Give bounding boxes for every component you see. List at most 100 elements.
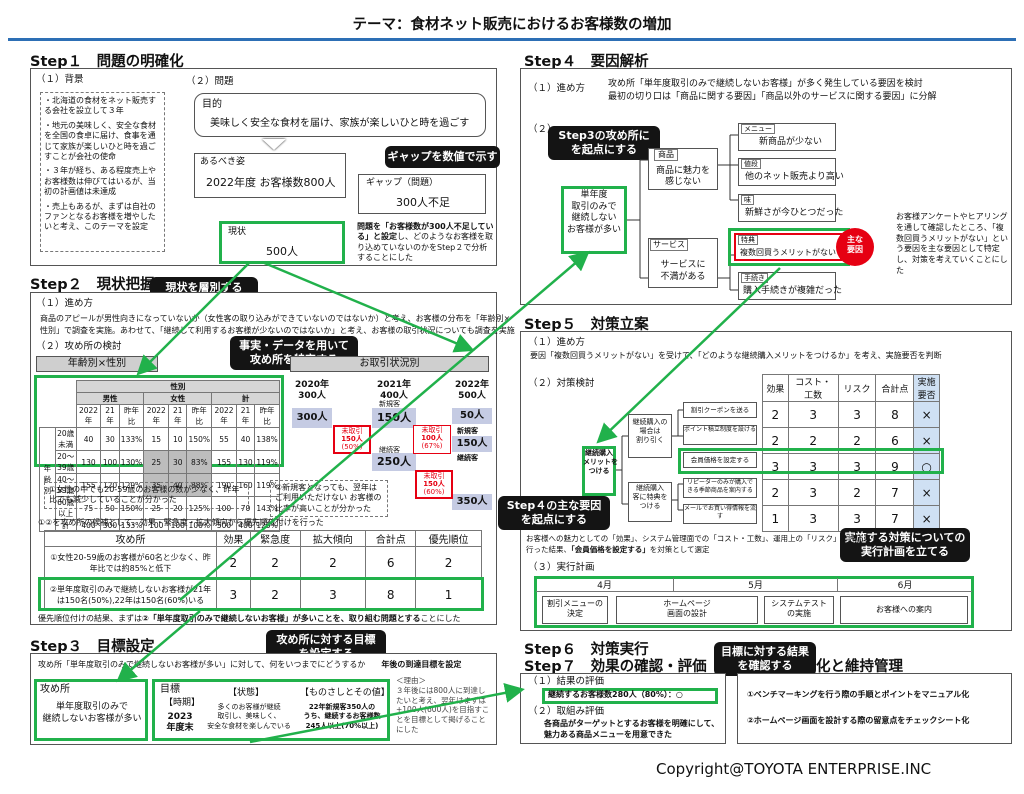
bar-2022-top: 50人 — [452, 408, 492, 424]
current-text: 500人 — [266, 245, 298, 258]
leaf-tag: 特典 — [738, 235, 758, 246]
state-value: 多くのお客様が継続 取引し、美味しく、 安全な食材を楽しんでいる — [207, 703, 291, 730]
age-table-title: 年齢別×性別 — [36, 356, 158, 372]
target-label: 攻め所 — [40, 684, 70, 695]
when-label: 【時期】 — [164, 698, 201, 708]
option-row-label: メールでお買い得情報を流す — [683, 504, 757, 524]
col-head: 合計点 — [875, 374, 915, 402]
prio-intro: ①②を攻め所の候補として、効果・緊急度・拡大傾向から優先順位付けを行った — [38, 518, 324, 527]
step4-p1-line1: 攻め所「単年度取引のみで継続しないお客様」が多く発生している要因を検討 — [608, 79, 923, 89]
leaf-taste: 味新鮮さが今ひとつだった — [738, 194, 843, 222]
bg-item: ・地元の美味しく、安全な食材を全国の食卓に届け、食事を通じて家族が楽しいひと時を… — [44, 120, 156, 161]
purpose-box — [194, 93, 486, 137]
leaf-text: 新商品が少ない — [759, 137, 823, 147]
decide-line2: 行った結果、「会員価格を設定する」を対策として選定 — [526, 545, 710, 554]
sub-head: 2022年 — [143, 404, 170, 428]
gap-label: ギャップ（問題） — [366, 178, 439, 188]
bg-item: ・北海道の食材をネット販売する会社を設立して３年 — [44, 96, 156, 116]
priority-highlight — [38, 577, 484, 611]
leaf-tag: 値段 — [741, 159, 761, 170]
measure-mid1-text: 継続購入の 場合は 割り引く — [632, 418, 668, 445]
month-5: 5月 — [674, 578, 838, 592]
sub-head: 昨年比 — [254, 404, 280, 428]
target-box — [34, 679, 148, 741]
step7-r2-text: 各商品がターゲットとするお客様を明確にして、 魅力ある商品メニューを用意できた — [544, 719, 720, 739]
task-guide: お客様への案内 — [840, 596, 968, 624]
leaf-tag: メニュー — [741, 124, 775, 135]
purpose-label: 目的 — [202, 99, 222, 110]
ideal-label: あるべき姿 — [200, 157, 246, 167]
label-2021-new: 新規客 — [379, 400, 400, 408]
label-2022-cont: 継続客 — [457, 454, 478, 462]
step5-heading: Step５ 対策立案 — [524, 317, 649, 333]
leaf-tag: 味 — [741, 195, 754, 206]
h-male: 男性 — [75, 392, 145, 405]
label-2021-cont: 継続客 — [379, 446, 400, 454]
measure-mid2 — [628, 482, 672, 522]
step4-p2-label: （２） — [528, 124, 557, 135]
label-2022-new: 新規客 — [457, 427, 478, 435]
bar-2021-cont: 250人 — [372, 453, 416, 471]
step5-p3-label: （３）実行計画 — [528, 562, 595, 573]
copyright: Copyright@TOYOTA ENTERPRISE.INC — [656, 760, 932, 778]
leaf-price: 値段他のネット販売より高い — [738, 158, 844, 186]
down-arrow-icon — [262, 139, 286, 150]
target-text: 単年度取引のみで 継続しないお客様が多い — [42, 702, 142, 724]
sub-head: 21年 — [100, 404, 120, 428]
title-rule — [8, 38, 1016, 41]
ideal-box — [194, 153, 346, 198]
step1-note: 問題を「お客様数が300人不足している」と設定し、どのようなお客様を取り込めてい… — [357, 222, 494, 263]
gap-box — [358, 174, 486, 214]
leaf-menu: メニュー新商品が少ない — [738, 123, 836, 151]
bar-2020: 300人 — [292, 408, 332, 428]
ideal-text: 2022年度 お客様数800人 — [206, 176, 336, 189]
goal-label: 目標 — [160, 684, 180, 695]
cause-service — [648, 238, 718, 288]
bar-2022-cont: 350人 — [452, 494, 492, 510]
task-test: システムテスト の実施 — [764, 596, 834, 624]
step2-p2-label: （２）攻め所の検討 — [36, 341, 122, 352]
goal-box — [152, 679, 390, 741]
step4-side-note: お客様アンケートやヒアリングを通して確認したところ、「複数回買うメリットがない」… — [896, 212, 1008, 275]
step4-p1-line2: 最初の切り口は「商品に関する要因」「商品以外のサービスに関する要因」に分解 — [608, 92, 937, 102]
step3-reason: ＜理由＞ ３年後には800人に到達したいと考え、翌年はまずは+100人(600人… — [396, 676, 490, 734]
cause-service-tag: サービス — [650, 239, 688, 251]
step7-r2-label: （２）取組み評価 — [528, 706, 605, 717]
cause-service-text: サービスに 不満がある — [660, 260, 706, 282]
leaf-text: 購入手続きが複雑だった — [743, 286, 843, 296]
option-row-label: リピーターのみが購入できる季節商品を案内する — [683, 478, 757, 498]
callout-step5: Step４の主な要因 を起点にする — [498, 496, 610, 530]
sub-head: 21年 — [235, 404, 256, 428]
col-head: コスト・ 工数 — [787, 374, 839, 402]
step7-panel — [520, 673, 726, 744]
cause-tree-lines — [627, 134, 738, 291]
selected-measure-highlight — [678, 448, 944, 474]
leaf-procedure: 手続き購入手続きが複雑だった — [738, 272, 842, 300]
root-cause-text: 単年度 取引のみで 継続しない お客様が多い — [566, 190, 621, 236]
prio-note: 優先順位付けの結果、まずは②「単年度取引のみで継続しないお客様」が多いことを、取… — [38, 614, 461, 623]
callout-plan: 実施する対策についての 実行計画を立てる — [840, 528, 970, 562]
step1-heading: Step１ 問題の明確化 — [30, 54, 184, 70]
decide-line1: お客様への魅力としての「効果」、システム管理面での「コスト・工数」、運用上の「リ… — [526, 534, 878, 543]
cause-product — [648, 148, 718, 190]
step8-item: ①ベンチマーキングを行う際の手順とポイントをマニュアル化 — [747, 690, 970, 699]
measure-label: 【ものさしとその値】 — [300, 688, 390, 698]
leaf-text: 他のネット販売より高い — [745, 172, 844, 182]
col-head: 効果 — [762, 374, 789, 402]
step3-intro: 攻め所「単年度取引のみで継続しないお客様が多い」に対して、何をいつまでにどうする… — [38, 660, 462, 669]
task-web: ホームページ 画面の設計 — [616, 596, 758, 624]
sub-head: 昨年比 — [118, 404, 145, 428]
h-gender: 性別 — [75, 380, 281, 393]
obs2: ②新規客となっても、翌年は ご利用いただけない お客様の比率が高いことが分かった — [270, 480, 388, 518]
col-head: 実施 要否 — [913, 374, 940, 402]
